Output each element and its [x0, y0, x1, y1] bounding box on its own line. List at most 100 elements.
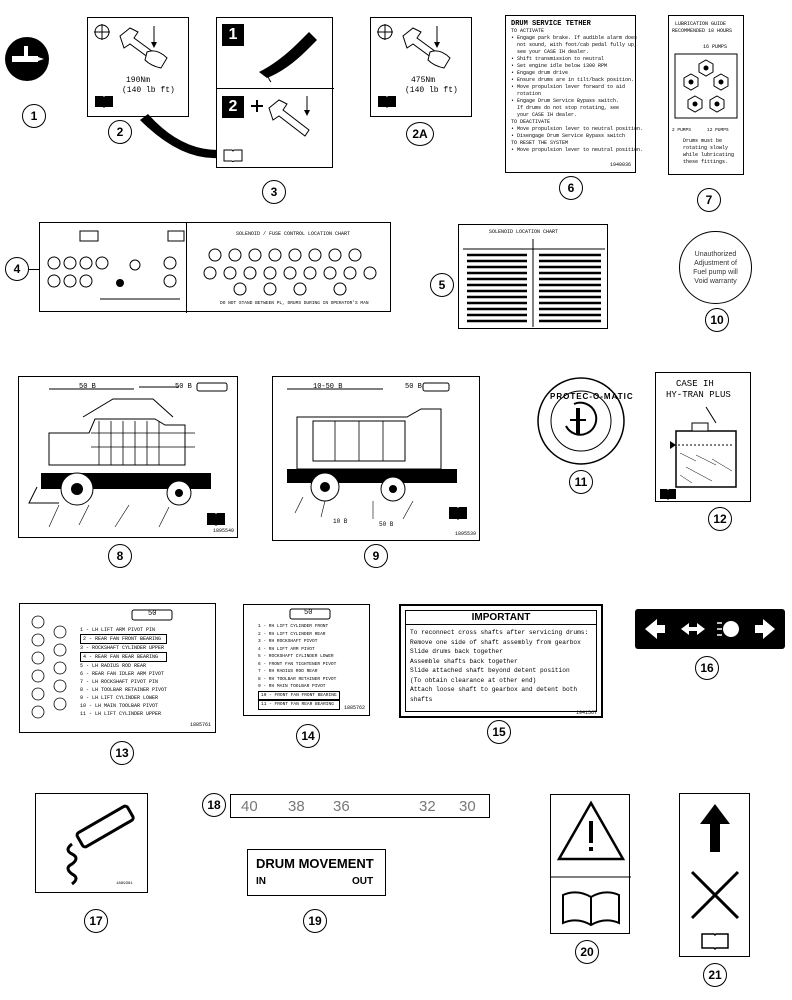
decal-19-in: IN	[256, 876, 266, 887]
instruction-line: your CASE IH dealer.	[511, 112, 578, 118]
decal-18-row-spacing-strip: 40 38 36 32 30	[230, 794, 490, 818]
oil-can-icon	[259, 32, 317, 83]
decal-9-front-view-lubrication: 10-50 B 50 B 10 B 50 B 1895539	[272, 376, 480, 541]
instruction-line: TO DEACTIVATE	[511, 119, 551, 125]
decal-15-title: IMPORTANT	[406, 611, 596, 625]
torque-value: 190Nm	[126, 76, 151, 85]
lube-point: 10 - LH MAIN TOOLBAR PIVOT	[80, 703, 159, 709]
instruction-line: TO ACTIVATE	[511, 28, 545, 34]
instruction-line: Remove one side of shaft assembly from g…	[410, 638, 581, 646]
spacing-38: 38	[288, 798, 305, 815]
callout-3: 3	[262, 180, 286, 204]
protec-o-matic-logo	[537, 377, 625, 465]
decal-9-left-label: 10-50 B	[313, 383, 343, 391]
headlight-icon	[723, 621, 739, 637]
decal-15-code: 1941567	[575, 710, 597, 716]
grease-gun-icon	[289, 608, 331, 620]
lube-point: 9 - LH LIFT CYLINDER LOWER	[80, 695, 159, 701]
decal-13-amount: 50	[148, 610, 157, 618]
decal-21-no-entry-direction	[679, 793, 750, 957]
harvester-side-illustration	[28, 382, 228, 528]
decal-17-code: 1889361	[116, 882, 133, 886]
switch-symbols	[645, 619, 775, 639]
callout-14: 14	[296, 724, 320, 748]
lube-point: 11 - FRONT FAN REAR BEARING	[258, 700, 340, 710]
instruction-line: shafts	[410, 695, 433, 703]
decal-19-title: DRUM MOVEMENT	[256, 856, 374, 871]
spacing-32: 32	[419, 798, 436, 815]
book-icon	[223, 149, 243, 162]
warranty-line: Fuel pump will	[693, 268, 738, 276]
instruction-line: • Engage drum drive	[511, 70, 569, 76]
decal-14-rh-lubrication-points: 50 1 - RH LIFT CYLINDER FRONT 2 - RH LIFT…	[243, 604, 370, 716]
lube-point: 2 - RH LIFT CYLINDER REAR	[258, 631, 326, 637]
left-arrow-icon	[645, 619, 665, 639]
callout-2: 2	[108, 120, 132, 144]
callout-13: 13	[110, 741, 134, 765]
fuse-layout	[47, 230, 377, 300]
decal-4-footer: DO NOT STAND BETWEEN PL, DRUMS DURING IN…	[220, 301, 369, 306]
decal-11-brand: PROTEC-O-MATIC	[550, 392, 634, 401]
lube-point: 10 - FRONT FAN FRONT BEARING	[258, 690, 340, 700]
callout-10: 10	[705, 308, 729, 332]
instruction-line: Slide attached shaft beyond detent posit…	[410, 667, 570, 674]
lube-point: 7 - LH ROCKSHAFT PIVOT PIN	[80, 679, 159, 685]
decal-8-right-label: 50 B	[175, 383, 192, 391]
decal-6-title: DRUM SERVICE TETHER	[511, 20, 591, 28]
pump-count-left: 2 PUMPS	[672, 128, 691, 133]
lube-point: 8 - RH TOOLBAR RETAINER PIVOT	[258, 676, 337, 682]
decal-5-title: SOLENOID LOCATION CHART	[489, 229, 559, 235]
instruction-line: Assemble shafts back together	[410, 657, 518, 665]
decal-4-solenoid-fuse-chart: SOLENOID / FUSE CONTROL LOCATION CHART D…	[39, 222, 391, 313]
lube-point: 4 - REAR FAN REAR BEARING	[80, 652, 168, 662]
lube-point: 1 - LH LIFT ARM PIVOT PIN	[80, 627, 156, 633]
callout-18: 18	[202, 793, 226, 817]
note-line: rotating slowly	[683, 145, 729, 151]
decal-12-fluid: HY-TRAN PLUS	[666, 390, 731, 400]
warning-and-manual-symbols	[551, 800, 631, 927]
decal-16-light-switch-panel	[635, 609, 785, 649]
lube-point: 5 - LH RADIUS ROD REAR	[80, 663, 147, 669]
decal-19-out: OUT	[352, 876, 374, 887]
decal-12-brand: CASE IH	[676, 379, 714, 389]
lube-point: 4 - RH LIFT ARM PIVOT	[258, 646, 315, 652]
decal-6-instructions: TO ACTIVATE• Engage park brake. If audib…	[511, 28, 644, 154]
lube-point: 1 - RH LIFT CYLINDER FRONT	[258, 624, 329, 629]
decal-7-title: LUBRICATION GUIDE	[675, 21, 727, 27]
callout-8: 8	[108, 544, 132, 568]
decal-14-amount: 50	[304, 609, 313, 617]
lube-point: 6 - FRONT FAN TIGHTENER PIVOT	[258, 661, 337, 667]
instruction-line: • Move propulsion lever to neutral posit…	[511, 126, 644, 132]
grease-gun-icon	[66, 804, 135, 886]
decal-14-list: 1 - RH LIFT CYLINDER FRONT 2 - RH LIFT CY…	[258, 623, 340, 710]
book-icon	[701, 933, 729, 951]
up-arrow-icon	[700, 804, 730, 852]
torque-value-imperial: (140 lb ft)	[122, 86, 175, 95]
step-1-badge: 1	[222, 24, 244, 46]
spacing-36: 36	[333, 798, 350, 815]
callout-15: 15	[487, 720, 511, 744]
fitting-number-circles	[31, 609, 173, 719]
callout-17: 17	[84, 909, 108, 933]
instruction-line: • Move propulsion lever to neutral posit…	[511, 147, 644, 153]
solenoid-table	[463, 239, 605, 327]
instruction-line: see your CASE IH dealer.	[511, 49, 590, 55]
decal-8-side-view-lubrication: 50 B 50 B 1895540	[18, 376, 238, 538]
instruction-line: • Disengage Drum Service Bypass switch	[511, 133, 626, 139]
lube-point: 7 - RH RADIUS ROD REAR	[258, 669, 318, 674]
instruction-line: TO RESET THE SYSTEM	[511, 140, 569, 146]
callout-7: 7	[697, 188, 721, 212]
pump-count-top: 16 PUMPS	[703, 44, 728, 50]
hazard-arrows-icon	[681, 623, 705, 635]
callout-19: 19	[303, 909, 327, 933]
callout-4: 4	[5, 257, 29, 281]
warranty-line: Adjustment of	[694, 259, 737, 267]
instruction-line: • Shift transmission to neutral	[511, 56, 605, 62]
decal-15-instructions: To reconnect cross shafts after servicin…	[406, 625, 596, 707]
instruction-line: If drums do not stop rotating, see	[511, 105, 620, 111]
decal-15-important-notice: IMPORTANT To reconnect cross shafts afte…	[399, 604, 603, 718]
decal-9-bottom-right: 50 B	[379, 521, 394, 528]
